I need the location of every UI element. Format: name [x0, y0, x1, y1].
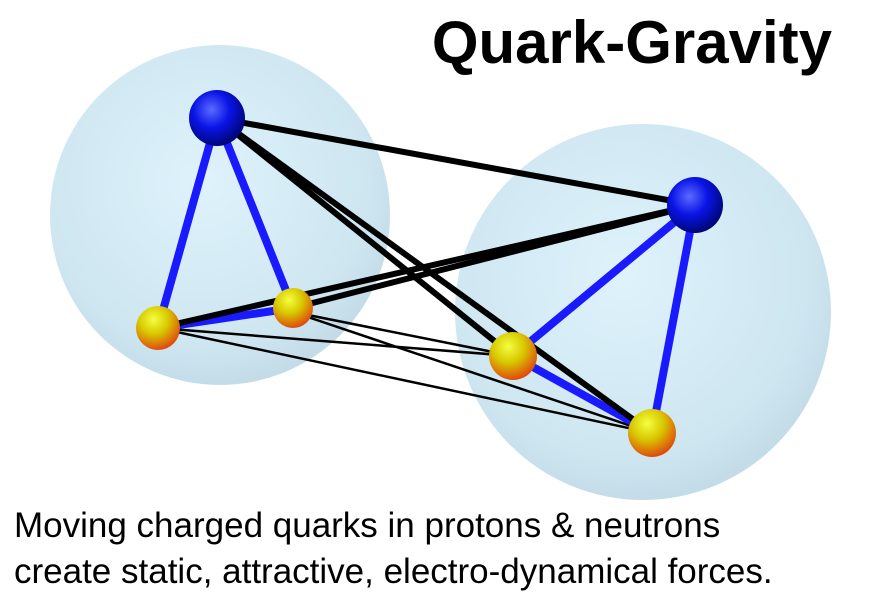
- thin-line: [157, 326, 653, 435]
- blue-bond: [648, 201, 699, 437]
- thin-gravity-lines: [157, 310, 653, 435]
- thin-line: [157, 326, 514, 358]
- small-quark: [136, 306, 180, 350]
- thin-line: [292, 310, 653, 435]
- blue-bond: [154, 114, 221, 332]
- large-quark-right: [667, 177, 723, 233]
- thin-line: [292, 310, 514, 358]
- thick-line: [215, 115, 654, 436]
- blue-bond: [213, 114, 297, 312]
- large-quark-left: [189, 90, 245, 146]
- small-quark: [628, 409, 676, 457]
- thick-line: [292, 202, 696, 311]
- small-quark: [489, 332, 537, 380]
- small-quark: [273, 288, 313, 328]
- blue-bond: [509, 201, 699, 360]
- blue-quark-bonds: [154, 114, 699, 437]
- right-nucleon-sphere: [455, 124, 831, 500]
- caption-line-1: Moving charged quarks in protons & neutr…: [14, 506, 721, 545]
- diagram-title: Quark-Gravity: [431, 9, 832, 76]
- caption-line-2: create static, attractive, electro-dynam…: [14, 552, 773, 591]
- thick-line: [216, 115, 696, 208]
- thick-line: [215, 115, 515, 359]
- thick-gravity-lines: [157, 115, 696, 436]
- caption: Moving charged quarks in protons & neutr…: [14, 503, 773, 595]
- blue-bond: [509, 352, 656, 437]
